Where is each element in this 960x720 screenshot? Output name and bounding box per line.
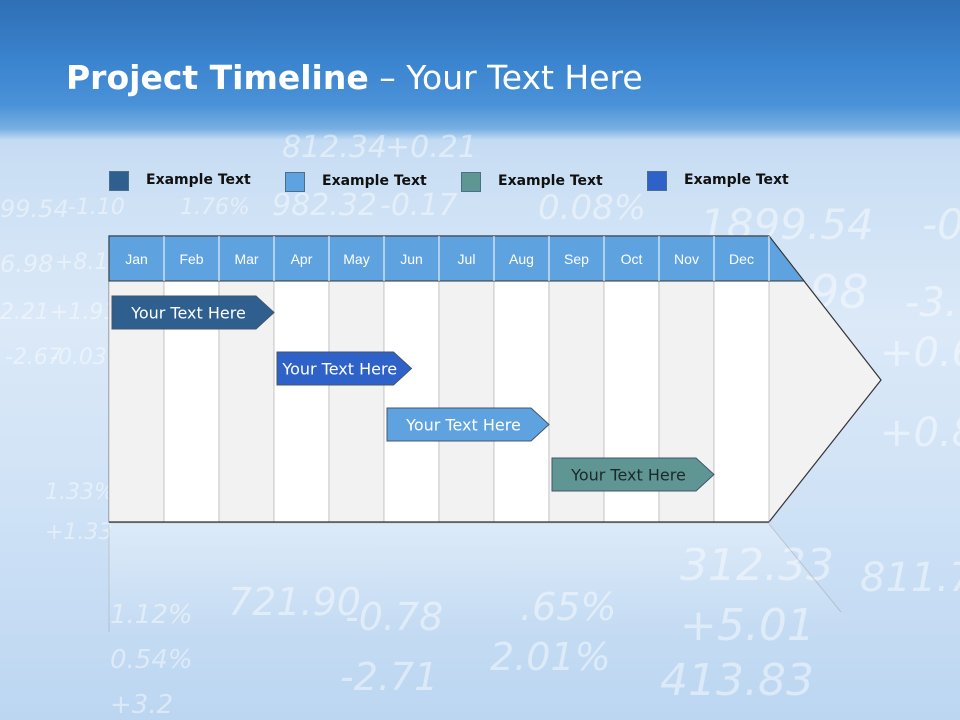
ticker-figure: 0.54% [110, 645, 193, 675]
task-bar-shape [386, 407, 550, 442]
month-column [273, 280, 330, 523]
task-bar: Your Text Here [386, 407, 550, 442]
title-bold: Project Timeline [66, 58, 369, 97]
task-bar: Your Text Here [276, 351, 413, 386]
ticker-figure: 1.76% [180, 195, 250, 220]
legend-swatch [461, 172, 481, 192]
ticker-figure: 413.83 [660, 655, 814, 706]
timeline-reflection [108, 523, 849, 632]
header-band [108, 235, 806, 282]
task-bar: Your Text Here [111, 295, 275, 330]
ticker-figure: +0.8 [880, 410, 960, 456]
title-rest: – Your Text Here [368, 58, 643, 97]
task-bar-shape [111, 295, 275, 330]
ticker-figure: 99.54 [0, 195, 69, 223]
task-bar-shape [276, 351, 413, 386]
legend-label: Example Text [498, 173, 603, 189]
month-column [713, 280, 770, 523]
ticker-figure: 1.33% [45, 480, 115, 505]
ticker-figure: 2.01% [490, 635, 611, 679]
title-bar [0, 0, 960, 140]
task-label: Your Text Here [281, 360, 397, 379]
ticker-figure: -2.71 [340, 655, 439, 699]
legend-swatch [109, 171, 129, 191]
month-label: Nov [674, 251, 699, 267]
ticker-figure: -3. [905, 280, 958, 326]
month-label: Jun [400, 251, 423, 267]
ticker-figure: -0.17 [380, 188, 458, 223]
ticker-figure: +1.33 [45, 520, 113, 545]
task-bar-shape [551, 457, 715, 492]
ticker-figure: 6.98 [0, 250, 54, 278]
legend-swatch [285, 172, 305, 192]
reflection-shape [109, 524, 849, 632]
ticker-figure: 2.21 [0, 300, 49, 325]
ticker-figure: -0. [922, 200, 960, 249]
task-label: Your Text Here [570, 466, 686, 485]
month-label: Sep [564, 251, 589, 267]
legend-label: Example Text [684, 172, 789, 188]
ticker-figure: 0.08% [538, 188, 647, 228]
month-header-row: Jan Feb Mar Apr May Jun Jul Aug Sep Oct Nov Dec [108, 235, 806, 282]
month-label: Mar [234, 251, 258, 267]
month-label: Jan [125, 251, 148, 267]
ticker-figure: +1.91 [50, 300, 118, 325]
legend-swatch [647, 171, 667, 191]
month-column [383, 280, 440, 523]
ticker-figure: +0.6 [880, 330, 960, 376]
reflection-edge [768, 523, 842, 613]
month-label: Aug [509, 251, 534, 267]
month-label: May [343, 251, 369, 267]
legend-label: Example Text [146, 172, 251, 188]
task-label: Your Text Here [405, 416, 521, 435]
legend-label: Example Text [322, 173, 427, 189]
ticker-figure: -1.10 [68, 195, 125, 220]
month-label: Jul [458, 251, 476, 267]
page-title: Project Timeline – Your Text Here [66, 58, 643, 97]
task-label: Your Text Here [130, 304, 246, 323]
ticker-figure: 982.32 [272, 188, 377, 223]
ticker-figure: 812.34 [282, 130, 387, 165]
ticker-figure: +0.21 [385, 130, 477, 165]
ticker-figure: 811.76 [860, 555, 960, 601]
month-column [438, 280, 495, 523]
ticker-figure: -0.03 [50, 345, 107, 370]
ticker-figure: +3.2 [110, 690, 174, 720]
month-label: Oct [621, 251, 643, 267]
month-column [328, 280, 385, 523]
month-column [493, 280, 550, 523]
month-label: Apr [291, 251, 313, 267]
month-label: Feb [179, 251, 203, 267]
month-label: Dec [729, 251, 754, 267]
task-bar: Your Text Here [551, 457, 715, 492]
ticker-figure: -2.67 [5, 345, 62, 370]
